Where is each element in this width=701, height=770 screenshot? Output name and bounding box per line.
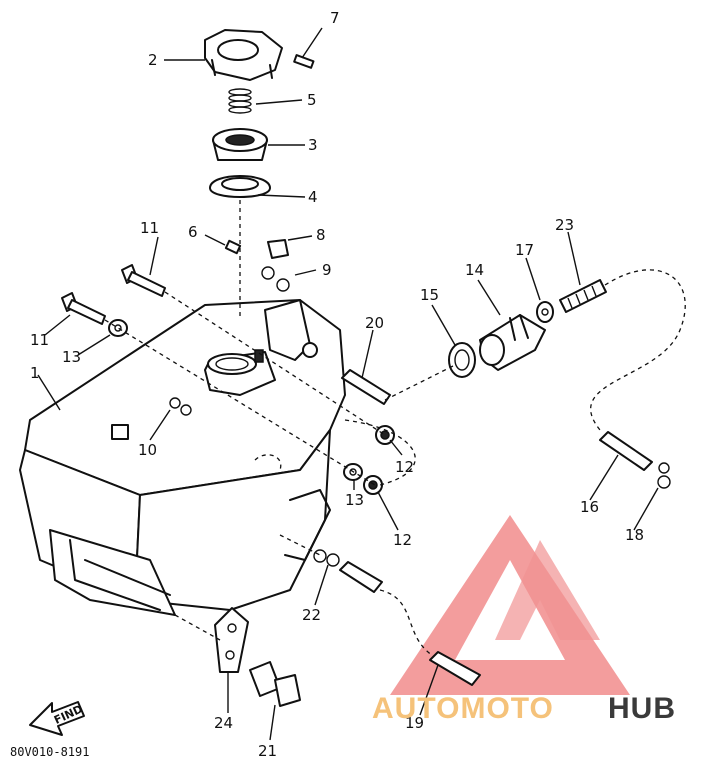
washer-upper [108,319,128,337]
fuel-strainer [559,279,607,313]
cap-seal [212,128,268,161]
grommet-lower [363,475,383,495]
callout-12-upper: 12 [395,458,414,476]
callout-2: 2 [148,51,158,69]
spring-clip [267,239,289,259]
callout-22: 22 [302,606,321,624]
callout-19: 19 [405,714,424,732]
bolt-upper [121,264,166,297]
bolt-lower [61,292,106,325]
callout-9: 9 [322,261,332,279]
callout-labels: 2 3 5 4 7 6 8 9 11 11 13 1 10 12 13 12 2… [30,9,644,760]
callout-3: 3 [308,136,318,154]
callout-11-upper: 11 [140,219,159,237]
fuel-cock [479,314,546,371]
callout-16: 16 [580,498,599,516]
hose-clamp-22 [313,549,340,567]
hose-long [599,431,653,471]
watermark-brand: AUTOMOTO HUB [372,692,676,725]
callout-23: 23 [555,216,574,234]
seal-ring [448,342,476,378]
cap-gasket [209,175,271,198]
watermark-brand-part2: HUB [608,692,676,725]
callout-14: 14 [465,261,484,279]
callout-13-upper: 13 [62,348,81,366]
callout-6: 6 [188,223,198,241]
callout-13-lower: 13 [345,491,364,509]
small-pin [224,239,242,255]
callout-18: 18 [625,526,644,544]
watermark-brand-part1: AUTOMOTO [372,692,554,725]
filler-neck [204,349,276,396]
cap-spring [228,88,252,114]
callout-20: 20 [365,314,384,332]
mount-bolt [249,661,301,707]
drawing-code: 80V010-8191 [10,745,89,759]
callout-8: 8 [316,226,326,244]
tank-clip [169,397,192,416]
hose-bottom [429,651,481,686]
fuel-tank [19,299,346,616]
callout-10: 10 [138,441,157,459]
callout-1: 1 [30,364,40,382]
callout-11-lower: 11 [30,331,49,349]
callout-21: 21 [258,742,277,760]
cap-pin [293,54,315,69]
watermark-logo [390,515,630,695]
callout-15: 15 [420,286,439,304]
callout-12-lower: 12 [393,531,412,549]
cock-nut [536,301,554,323]
mount-bracket [214,607,249,673]
callout-5: 5 [307,91,317,109]
hose-short [341,369,391,405]
callout-4: 4 [308,188,318,206]
clip-18 [657,462,671,489]
callout-7: 7 [330,9,340,27]
hose-lower [339,561,383,593]
callout-17: 17 [515,241,534,259]
fuel-cap [204,29,283,81]
hose-clamp [261,266,290,292]
grommet-upper [375,425,395,445]
find-arrow-icon: FIND [29,701,85,736]
leader-lines [37,27,659,741]
callout-24: 24 [214,714,233,732]
watermark-triangle-icon [390,515,630,695]
